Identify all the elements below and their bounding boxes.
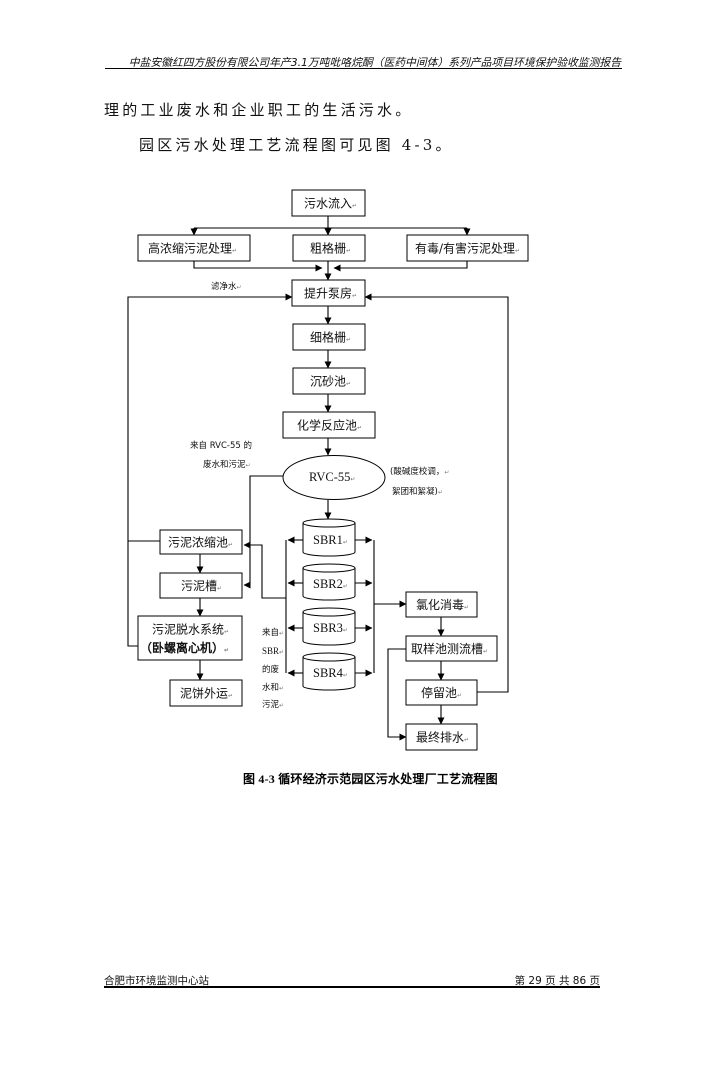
node-chlorination: 氯化消毒↵ bbox=[406, 592, 477, 617]
node-sbr4: SBR4↵ bbox=[303, 653, 355, 690]
paragraph-mark: ↵ bbox=[224, 629, 229, 636]
paragraph-mark: ↵ bbox=[343, 540, 348, 546]
paragraph-mark: ↵ bbox=[279, 650, 284, 656]
paragraph-mark: ↵ bbox=[279, 630, 284, 637]
node-inflow: 污水流入↵ bbox=[292, 190, 365, 216]
node-rvc: RVC-55↵ bbox=[283, 456, 385, 500]
sbr4-cylinder-top bbox=[303, 653, 355, 661]
paragraph-mark: ↵ bbox=[237, 284, 242, 291]
note-from-sbr-line5: 污泥↵ bbox=[262, 699, 284, 710]
node-sampling-label: 取样池测流槽↵ bbox=[411, 641, 488, 656]
node-chem-reactor: 化学反应池↵ bbox=[283, 412, 375, 438]
sbr2-cylinder-top bbox=[303, 564, 355, 572]
node-sbr3-label: SBR3↵ bbox=[313, 621, 348, 635]
paragraph-mark: ↵ bbox=[438, 489, 443, 496]
note-from-sbr-line1: 来自↵ bbox=[262, 627, 284, 638]
note-from-sbr-line2: SBR↵ bbox=[262, 646, 284, 656]
note-from-sbr-line3: 的废 bbox=[262, 664, 280, 675]
note-from-sbr-line4: 水和↵ bbox=[262, 682, 284, 693]
node-sbr4-label: SBR4↵ bbox=[313, 666, 348, 680]
node-toxic-sludge: 有毒/有害污泥处理↵ bbox=[407, 235, 528, 261]
paragraph-mark: ↵ bbox=[352, 203, 357, 210]
paragraph-mark: ↵ bbox=[464, 737, 469, 744]
node-grit-chamber-label: 沉砂池↵ bbox=[310, 375, 351, 389]
paragraph-mark: ↵ bbox=[346, 381, 351, 388]
arrow-rvc-to-sludge-tank bbox=[244, 476, 283, 585]
node-cake-out: 泥饼外运↵ bbox=[170, 680, 242, 706]
paragraph-mark: ↵ bbox=[352, 293, 357, 300]
body-text-line-2: 园区污水处理工艺流程图可见图 4-3。 bbox=[139, 134, 454, 155]
node-cake-out-label: 泥饼外运↵ bbox=[180, 687, 233, 701]
node-grit-chamber: 沉砂池↵ bbox=[293, 368, 365, 394]
node-high-conc-sludge: 高浓缩污泥处理↵ bbox=[138, 235, 250, 261]
node-lift-pump-label: 提升泵房↵ bbox=[304, 286, 357, 301]
node-sbr2-label: SBR2↵ bbox=[313, 577, 348, 591]
paragraph-mark: ↵ bbox=[346, 248, 351, 255]
node-dewatering: 污泥脱水系统↵ （卧螺离心机）↵ bbox=[138, 616, 242, 660]
paragraph-mark: ↵ bbox=[343, 628, 348, 634]
note-filtrate: 滤净水↵ bbox=[211, 281, 242, 292]
node-final-discharge-label: 最终排水↵ bbox=[416, 730, 469, 745]
note-from-rvc-line1: 来自 RVC-55 的 bbox=[190, 440, 252, 451]
sbr3-cylinder-top bbox=[303, 608, 355, 616]
header-rule bbox=[105, 68, 622, 69]
node-rvc-label: RVC-55↵ bbox=[309, 470, 355, 484]
arrow-high-conc-to-lift bbox=[194, 261, 322, 268]
paragraph-mark: ↵ bbox=[464, 604, 469, 611]
node-lift-pump: 提升泵房↵ bbox=[292, 280, 365, 306]
paragraph-mark: ↵ bbox=[279, 685, 284, 692]
paragraph-mark: ↵ bbox=[483, 648, 488, 655]
paragraph-mark: ↵ bbox=[217, 585, 222, 592]
wastewater-process-flowchart: 污水流入↵ 高浓缩污泥处理↵ 粗格栅↵ 有毒/有害污泥处理↵ 提升泵房↵ 细格栅… bbox=[100, 180, 540, 760]
node-sludge-tank: 污泥槽↵ bbox=[160, 573, 242, 598]
node-retention: 停留池↵ bbox=[406, 680, 477, 705]
footer-rule bbox=[104, 986, 600, 988]
node-sbr2: SBR2↵ bbox=[303, 564, 355, 600]
node-sbr1: SBR1↵ bbox=[303, 519, 355, 556]
node-coarse-screen-label: 粗格栅↵ bbox=[310, 241, 351, 256]
node-chem-reactor-label: 化学反应池↵ bbox=[297, 418, 362, 433]
node-sludge-thickener-label: 污泥浓缩池↵ bbox=[168, 535, 233, 550]
node-high-conc-sludge-label: 高浓缩污泥处理↵ bbox=[148, 241, 237, 256]
note-from-rvc-line2: 废水和污泥↵ bbox=[203, 459, 251, 470]
figure-caption: 图 4-3 循环经济示范园区污水处理厂工艺流程图 bbox=[243, 770, 498, 787]
node-fine-screen: 细格栅↵ bbox=[293, 324, 365, 350]
paragraph-mark: ↵ bbox=[224, 647, 229, 654]
note-ph-adjust-line2: 絮团和絮凝)↵ bbox=[392, 486, 443, 497]
node-dewatering-label-line1: 污泥脱水系统↵ bbox=[152, 622, 229, 637]
node-coarse-screen: 粗格栅↵ bbox=[293, 235, 365, 261]
node-retention-label: 停留池↵ bbox=[421, 685, 462, 700]
node-sbr3: SBR3↵ bbox=[303, 608, 355, 645]
node-sbr1-label: SBR1↵ bbox=[313, 533, 348, 547]
body-text-line-1: 理的工业废水和企业职工的生活污水。 bbox=[104, 99, 413, 120]
paragraph-mark: ↵ bbox=[444, 469, 449, 476]
node-sludge-tank-label: 污泥槽↵ bbox=[181, 579, 222, 593]
paragraph-mark: ↵ bbox=[515, 248, 520, 255]
node-chlorination-label: 氯化消毒↵ bbox=[416, 598, 469, 612]
paragraph-mark: ↵ bbox=[228, 693, 233, 700]
node-sampling: 取样池测流槽↵ bbox=[406, 636, 497, 661]
paragraph-mark: ↵ bbox=[457, 692, 462, 699]
paragraph-mark: ↵ bbox=[279, 702, 284, 709]
paragraph-mark: ↵ bbox=[350, 477, 355, 483]
paragraph-mark: ↵ bbox=[232, 248, 237, 255]
arrow-sampling-bypass-to-final bbox=[388, 649, 406, 737]
paragraph-mark: ↵ bbox=[228, 542, 233, 549]
paragraph-mark: ↵ bbox=[346, 337, 351, 344]
note-ph-adjust-line1: (酸碱度校调，↵ bbox=[390, 466, 449, 477]
sbr1-cylinder-top bbox=[303, 519, 355, 527]
paragraph-mark: ↵ bbox=[343, 673, 348, 679]
node-dewatering-label-line2: （卧螺离心机）↵ bbox=[140, 640, 229, 655]
arrow-toxic-to-lift bbox=[334, 261, 467, 268]
paragraph-mark: ↵ bbox=[357, 425, 362, 432]
node-toxic-sludge-label: 有毒/有害污泥处理↵ bbox=[415, 241, 520, 256]
node-inflow-label: 污水流入↵ bbox=[304, 197, 357, 211]
node-sludge-thickener: 污泥浓缩池↵ bbox=[160, 530, 242, 554]
node-fine-screen-label: 细格栅↵ bbox=[310, 330, 351, 345]
paragraph-mark: ↵ bbox=[246, 462, 251, 469]
node-final-discharge: 最终排水↵ bbox=[406, 724, 477, 750]
paragraph-mark: ↵ bbox=[343, 584, 348, 590]
